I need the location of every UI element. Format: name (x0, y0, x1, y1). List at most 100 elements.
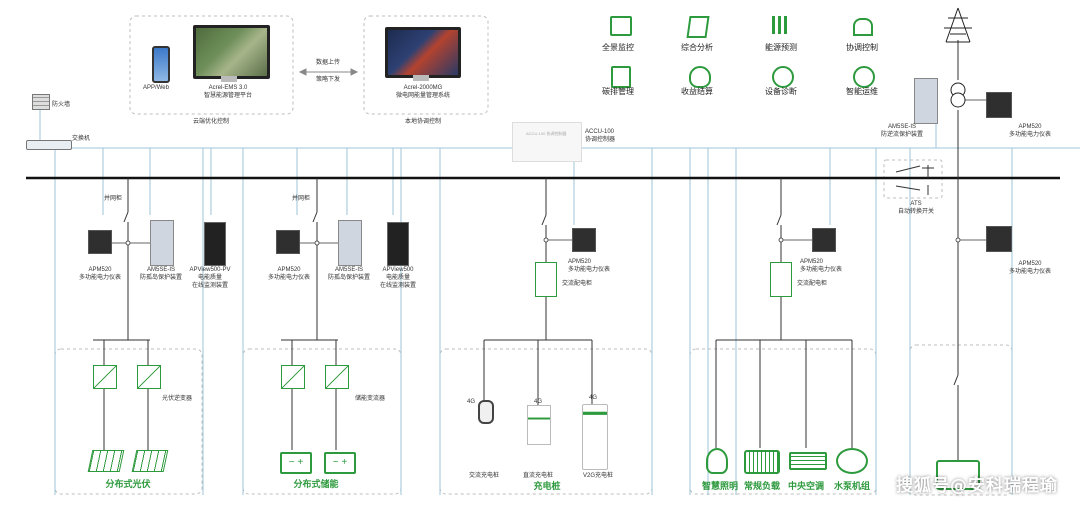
sync-arrow (298, 68, 359, 76)
storage-converter-1-icon (281, 365, 305, 389)
battery-2-icon: − + (324, 452, 356, 474)
air-conditioner-icon (789, 452, 827, 470)
right-meter-desc: 多功能电力仪表 (1008, 269, 1052, 275)
accu-desc: 协调控制器 (585, 137, 616, 143)
load-label-1: 常规负载 (743, 481, 781, 491)
feature-label-3: 协调控制 (846, 43, 878, 52)
pv-meter-name: APM520 (88, 267, 112, 273)
storage-quality-desc2: 在线监测装置 (379, 283, 417, 289)
data-upload-label: 数据上传 (315, 60, 341, 66)
pv-inverter-label: 光伏逆变器 (162, 396, 193, 402)
pv-protect-name: AM5SE-IS (146, 267, 176, 273)
feature-label-2: 能源预测 (765, 43, 797, 52)
right-meter-name: APM520 (1018, 261, 1042, 267)
local-system-box (363, 15, 489, 115)
accu-controller-box (512, 122, 582, 162)
storage-section-title: 分布式储能 (293, 479, 339, 489)
cloud-control-caption: 云端优化控制 (192, 119, 230, 125)
storage-quality-name: APView500 (382, 267, 414, 273)
ac-pile-label: 交流充电桩 (468, 473, 500, 479)
feature-label-1: 综合分析 (681, 43, 713, 52)
motor-icon (744, 450, 780, 474)
watermark: 搜狐号@安科瑞程瑜 (896, 476, 1058, 496)
dc-pile-net-label: 4G (533, 399, 543, 405)
v2g-pile-icon (582, 404, 608, 470)
charging-meter-name: APM520 (568, 259, 592, 265)
forecast-feature-icon (772, 16, 790, 34)
load-label-3: 水泵机组 (833, 481, 871, 491)
local-monitor-stand-icon (413, 75, 429, 81)
ems-platform-name: Acrel-EMS 3.0 (208, 85, 248, 91)
accu-box-text: ACCU-100 协调控制器 (526, 131, 567, 136)
pv-quality-device (204, 222, 226, 266)
generator-icon (936, 460, 980, 490)
solar-panel-1-icon (87, 450, 125, 472)
solar-panel-2-icon (131, 450, 169, 472)
pv-protect-device (150, 220, 174, 266)
money-bag-feature-icon (689, 66, 711, 88)
transformer-protect-device (914, 78, 938, 124)
local-monitor-icon (385, 27, 461, 78)
pv-quality-desc1: 电能质量 (197, 275, 223, 281)
ats-name: ATS (910, 201, 922, 207)
mg-system-desc: 微电网能量管理系统 (395, 93, 451, 99)
loads-meter-device (812, 228, 836, 252)
pv-inverter-1-icon (93, 365, 117, 389)
load-label-0: 智慧照明 (701, 481, 739, 491)
pv-quality-desc2: 在线监测装置 (191, 283, 229, 289)
charging-section-box (439, 348, 653, 495)
storage-quality-desc1: 电能质量 (385, 275, 411, 281)
loads-cabinet-label: 交流配电柜 (797, 281, 828, 287)
storage-meter-device (276, 230, 300, 254)
battery-1-icon: − + (280, 452, 312, 474)
analysis-feature-icon (686, 16, 710, 38)
ats-desc: 自动转换开关 (897, 209, 935, 215)
ems-platform-desc: 智慧能源管理平台 (203, 93, 253, 99)
monitor-icon (193, 25, 270, 79)
loads-cabinet-icon (770, 262, 792, 297)
feature-label-5: 收益结算 (681, 87, 713, 96)
mg-system-name: Acrel-2000MG (403, 85, 443, 91)
pv-meter-desc: 多功能电力仪表 (78, 275, 122, 281)
storage-quality-device (387, 222, 409, 266)
feature-label-6: 设备诊断 (765, 87, 797, 96)
transmission-tower-icon (944, 7, 972, 43)
pv-section-title: 分布式光伏 (105, 479, 151, 489)
storage-protect-name: AM5SE-IS (334, 267, 364, 273)
storage-meter-name: APM520 (277, 267, 301, 273)
cloud-platform-box (129, 15, 294, 115)
transformer-meter-name: APM520 (1018, 124, 1042, 130)
storage-protect-device (338, 220, 362, 266)
transformer-meter-device (986, 92, 1012, 118)
storage-grid-point-label: 并网柜 (292, 196, 311, 202)
ac-pile-net-label: 4G (466, 399, 476, 405)
charging-section-title: 充电桩 (533, 481, 561, 491)
lightbulb-icon (706, 448, 728, 474)
pv-section-box (54, 348, 203, 495)
charging-meter-desc: 多功能电力仪表 (568, 267, 611, 273)
charging-cabinet-label: 交流配电柜 (562, 281, 593, 287)
loads-meter-name: APM520 (800, 259, 824, 265)
storage-protect-desc: 防孤岛保护装置 (327, 275, 371, 281)
alarm-light-feature-icon (853, 18, 873, 36)
transformer-icon (950, 82, 966, 108)
load-label-2: 中央空调 (787, 481, 825, 491)
pv-grid-point-label: 并网柜 (104, 196, 123, 202)
feature-label-0: 全景监控 (602, 43, 634, 52)
firewall-icon (32, 94, 50, 110)
pv-meter-device (88, 230, 112, 254)
storage-meter-desc: 多功能电力仪表 (267, 275, 311, 281)
strategy-issue-label: 策略下发 (315, 77, 341, 83)
storage-converter-2-icon (325, 365, 349, 389)
local-control-caption: 本地协调控制 (404, 119, 442, 125)
dc-pile-label: 直流充电桩 (522, 473, 554, 479)
carbon-feature-icon (611, 66, 631, 88)
charging-cabinet-icon (535, 262, 557, 297)
transformer-protect-desc: 防逆流保护装置 (880, 132, 924, 138)
storage-section-box (242, 348, 402, 495)
v2g-pile-net-label: 4G (588, 395, 598, 401)
pump-icon (836, 448, 868, 474)
feature-label-7: 智能运维 (846, 87, 878, 96)
pv-protect-desc: 防孤岛保护装置 (139, 275, 183, 281)
